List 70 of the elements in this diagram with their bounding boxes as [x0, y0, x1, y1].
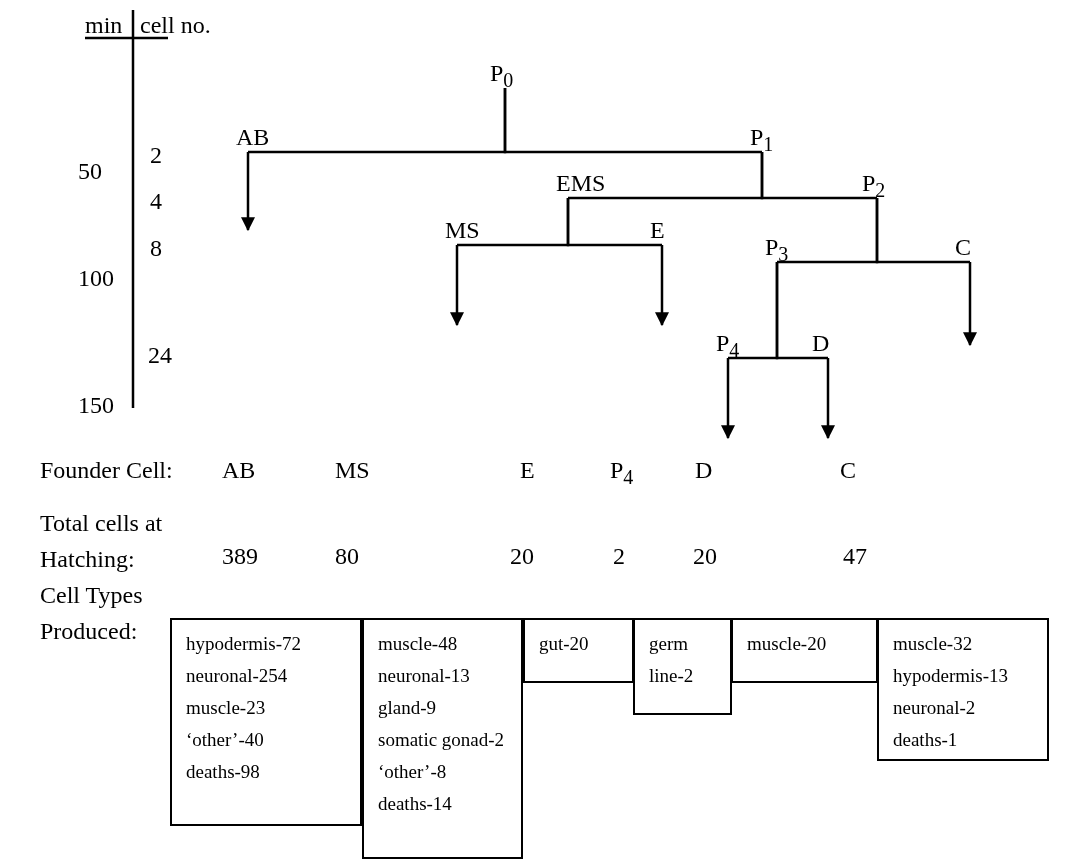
- lineage-line: [503, 88, 762, 154]
- founder-cell-label: C: [840, 456, 856, 485]
- cell-types-box: [523, 618, 634, 683]
- row-heading: Founder Cell:: [40, 456, 173, 485]
- cell-type-entry: deaths-14: [378, 792, 453, 816]
- cell-type-entry: muscle-32: [893, 632, 974, 656]
- founder-cell-label: D: [695, 456, 713, 485]
- lineage-line: [775, 262, 828, 360]
- cell-label: MS: [445, 215, 495, 245]
- cell-label: P$_{2}$: [862, 168, 902, 198]
- cell-type-entry: ‘other’-8: [378, 760, 448, 784]
- tick-label: 24: [148, 341, 172, 370]
- cell-type-entry: neuronal-2: [893, 696, 977, 720]
- cell-type-entry: deaths-1: [893, 728, 959, 752]
- tick-label: 100: [78, 264, 114, 293]
- cell-type-entry: hypodermis-72: [186, 632, 303, 656]
- cell-type-entry: gland-9: [378, 696, 438, 720]
- cell-label: P$_{3}$: [765, 232, 805, 262]
- cell-label: P$_{4}$: [716, 328, 756, 358]
- cell-type-entry: germ line-2: [649, 632, 695, 688]
- tick-label: 2: [150, 141, 162, 170]
- cell-types-box: [362, 618, 523, 859]
- cell-count: 20: [510, 542, 534, 571]
- cell-types-box: [731, 618, 878, 683]
- row-heading: Total cells at Hatching:: [40, 509, 164, 574]
- cell-count: 47: [843, 542, 867, 571]
- cell-type-entry: hypodermis-13: [893, 664, 1010, 688]
- cell-label: D: [812, 328, 842, 358]
- cell-types-box: [633, 618, 732, 715]
- cell-types-box: [877, 618, 1049, 761]
- cell-count: 389: [222, 542, 258, 571]
- founder-cell-label: P$_{4}$: [610, 456, 634, 490]
- tick-label: 4: [150, 187, 162, 216]
- arrow: [721, 358, 735, 440]
- lineage-line: [566, 198, 662, 247]
- lineage-line: [875, 198, 970, 264]
- tick-label: 50: [78, 157, 102, 186]
- arrow: [821, 358, 835, 440]
- row-heading: Cell Types Produced:: [40, 581, 144, 646]
- cell-types-box: [170, 618, 362, 826]
- founder-cell-label: E: [520, 456, 535, 485]
- founder-cell-label: MS: [335, 456, 370, 485]
- tick-label: 8: [150, 234, 162, 263]
- axis-heading: min: [85, 11, 123, 40]
- cell-type-entry: muscle-48: [378, 632, 459, 656]
- cell-type-entry: muscle-20: [747, 632, 828, 656]
- cell-type-entry: neuronal-254: [186, 664, 289, 688]
- tick-label: 150: [78, 391, 114, 420]
- arrow: [450, 245, 464, 327]
- cell-label: AB: [236, 122, 286, 152]
- cell-label: C: [955, 232, 985, 262]
- cell-type-entry: ‘other’-40: [186, 728, 265, 752]
- cell-type-entry: deaths-98: [186, 760, 261, 784]
- arrow: [963, 262, 977, 347]
- cell-type-entry: somatic gonad-2: [378, 728, 506, 752]
- cell-label: EMS: [556, 168, 626, 198]
- cell-count: 80: [335, 542, 359, 571]
- cell-label: P$_{1}$: [750, 122, 790, 152]
- arrow: [655, 245, 669, 327]
- cell-type-entry: gut-20: [539, 632, 590, 656]
- cell-type-entry: neuronal-13: [378, 664, 471, 688]
- cell-count: 20: [693, 542, 717, 571]
- cell-label: P$_{0}$: [490, 58, 526, 88]
- cell-type-entry: muscle-23: [186, 696, 267, 720]
- cell-label: E: [650, 215, 680, 245]
- founder-cell-label: AB: [222, 456, 256, 485]
- axis-heading: cell no.: [140, 11, 211, 40]
- cell-count: 2: [613, 542, 625, 571]
- lineage-line: [760, 152, 877, 200]
- arrow: [241, 152, 255, 232]
